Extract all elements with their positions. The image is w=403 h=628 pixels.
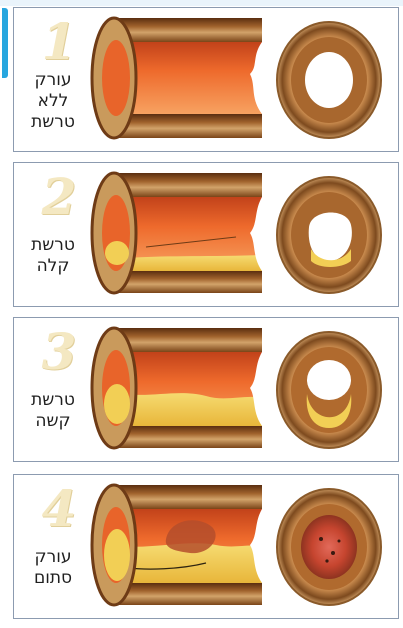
- stage-label-3: טרשת קשה: [18, 390, 88, 432]
- stage-number-3: 3: [36, 326, 82, 378]
- page-top-edge: [0, 0, 403, 6]
- stage-label-3-line-1: טרשת: [18, 390, 88, 411]
- stage-label-2: טרשת קלה: [18, 235, 88, 277]
- stage-label-4: עורק סתום: [18, 547, 88, 589]
- stage-label-1: עורק ללא טרשת: [18, 70, 88, 133]
- stage-label-4-line-2: סתום: [18, 568, 88, 589]
- stage-number-4: 4: [36, 483, 82, 535]
- stage-panel-2: 2 טרשת קלה: [13, 162, 399, 307]
- artery-longitudinal-2: [86, 167, 268, 299]
- stage-label-2-line-1: טרשת: [18, 235, 88, 256]
- artery-cross-section-3: [271, 324, 387, 456]
- stage-label-1-line-3: טרשת: [18, 112, 88, 133]
- stage-number-2: 2: [36, 171, 82, 223]
- left-accent-strip: [2, 8, 8, 78]
- stage-label-2-line-2: קלה: [18, 256, 88, 277]
- stage-panel-4: 4 עורק סתום: [13, 474, 399, 619]
- artery-cross-section-4: [271, 481, 387, 613]
- stage-label-4-line-1: עורק: [18, 547, 88, 568]
- artery-cross-section-2: [271, 169, 387, 301]
- stage-label-1-line-2: ללא: [18, 91, 88, 112]
- stage-panel-1: 1 עורק ללא טרשת: [13, 7, 399, 152]
- artery-longitudinal-1: [86, 12, 268, 144]
- stage-number-1: 1: [36, 16, 82, 68]
- stage-label-1-line-1: עורק: [18, 70, 88, 91]
- stage-label-3-line-2: קשה: [18, 411, 88, 432]
- artery-longitudinal-4: [86, 479, 268, 611]
- artery-cross-section-1: [271, 14, 387, 146]
- stage-panel-3: 3 טרשת קשה: [13, 317, 399, 462]
- artery-longitudinal-3: [86, 322, 268, 454]
